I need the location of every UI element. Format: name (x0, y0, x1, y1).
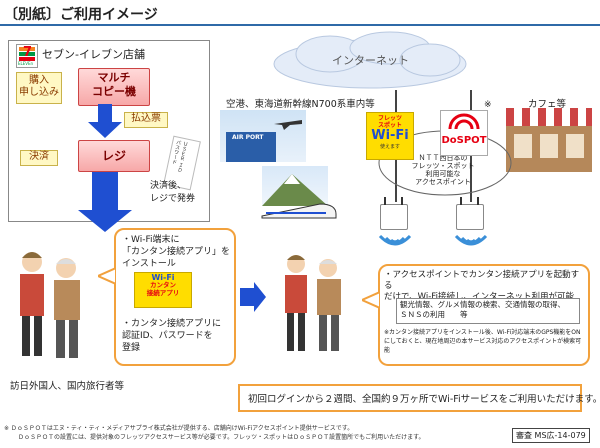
title-divider (0, 24, 600, 26)
flets-top-text: フレッツ スポット (377, 115, 402, 129)
cafe-venues: カフェ等 (528, 99, 567, 110)
speech-pointer-left (98, 266, 116, 286)
app-icon: Wi-Fi カンタン 接続アプリ (134, 272, 192, 308)
dospot-name: DoSPOT (441, 135, 487, 146)
register-step: ・カンタン接続アプリに 認証ID、パスワードを 登録 (122, 319, 222, 353)
wifi-waves-right-icon (454, 234, 488, 246)
travelers-left-illustration (20, 252, 80, 358)
app-mid-text: カンタン 接続アプリ (146, 281, 180, 297)
store-name: セブン‐イレブン店舗 (42, 48, 145, 61)
usage-detail: 観光情報、グルメ情報の検索、交通情報の取得、 ＳＮＳの利用 等 (400, 300, 565, 319)
dospot-asterisk: ※ (484, 100, 492, 110)
notice-text: 初回ログインから２週間、全国約９万ヶ所でWi-Fiサービスをご利用いただけます。 (248, 394, 600, 405)
review-number: 審査 MS広-14-079 (512, 428, 590, 443)
speech-pointer-right (362, 290, 380, 310)
logo-brand: ELEVEn (18, 61, 34, 66)
purchase-label: 購入 申し込み (16, 72, 62, 104)
access-point-right (456, 197, 484, 230)
travelers-label: 訪日外国人、国内旅行者等 (10, 381, 125, 392)
register-box: レジ (78, 140, 150, 172)
airplane-icon (274, 120, 302, 130)
wifi-waves-left-icon (378, 234, 412, 246)
arrow-head-1 (88, 122, 122, 138)
bullet-train-icon (261, 203, 337, 219)
page-title: 〔別紙〕ご利用イメージ (4, 7, 158, 23)
mountain-image (262, 166, 328, 206)
app-top-text: Wi-Fi (151, 273, 175, 282)
usage-main: ・アクセスポイントでカンタン接続アプリを起動する だけで、Wi-Fi接続し、イン… (384, 270, 580, 302)
mount-fuji-icon (262, 174, 328, 206)
internet-cloud (273, 31, 467, 89)
internet-label: インターネット (332, 54, 409, 67)
seven-eleven-logo: 7 ELEVEn (16, 44, 38, 68)
airport-image: AIR PORT (220, 110, 306, 162)
footer-line-2: ＤｏＳＰＯＴの設置には、提供対象のフレッツアクセスサービス等が必要です。フレッツ… (18, 434, 425, 441)
flets-spot-sticker: フレッツ スポット Wi-Fi 使えます (366, 112, 414, 160)
arrow-head-2 (78, 210, 132, 232)
ntt-text: ＮＴＴ西日本の フレッツ・スポット 利用可能な アクセスポイント (411, 154, 475, 186)
wifi-big-text: Wi-Fi (371, 128, 409, 143)
wifi-sub-text: 使えます (379, 144, 400, 150)
payment-label: 決済 (20, 150, 58, 166)
arrow-store-to-user (92, 172, 118, 212)
issue-text: 決済後、 レジで発券 (150, 181, 196, 204)
wifi-arc-icon (448, 113, 480, 130)
access-point-left (380, 197, 408, 230)
usage-detail-box (396, 298, 580, 324)
airport-sign: AIR PORT (232, 134, 264, 141)
notice-box (238, 384, 582, 412)
multi-copier-box: マルチ コピー機 (78, 68, 150, 106)
usage-note: ※カンタン接続アプリをインストール後、Wi-Fi対応端末のGPS機能をON にし… (384, 329, 582, 354)
dospot-sticker: DoSPOT (440, 110, 488, 156)
footer-line-1: ※ ＤｏＳＰＯＴはエヌ・ティ・ティ・メディアサプライ株式会社が提供する、店舗向け… (4, 425, 354, 432)
cafe-image (506, 108, 592, 172)
arrow-to-usage (240, 282, 266, 312)
install-step: ・Wi-Fi端末に 「カンタン接続アプリ」を インストール (122, 235, 231, 269)
ticket-label: 払込票 (124, 112, 168, 128)
logo-number: 7 (23, 45, 33, 60)
travelers-right-illustration (285, 255, 341, 351)
transport-venues: 空港、東海道新幹線N700系車内等 (226, 99, 375, 110)
arrow-copier-to-register (98, 104, 112, 124)
